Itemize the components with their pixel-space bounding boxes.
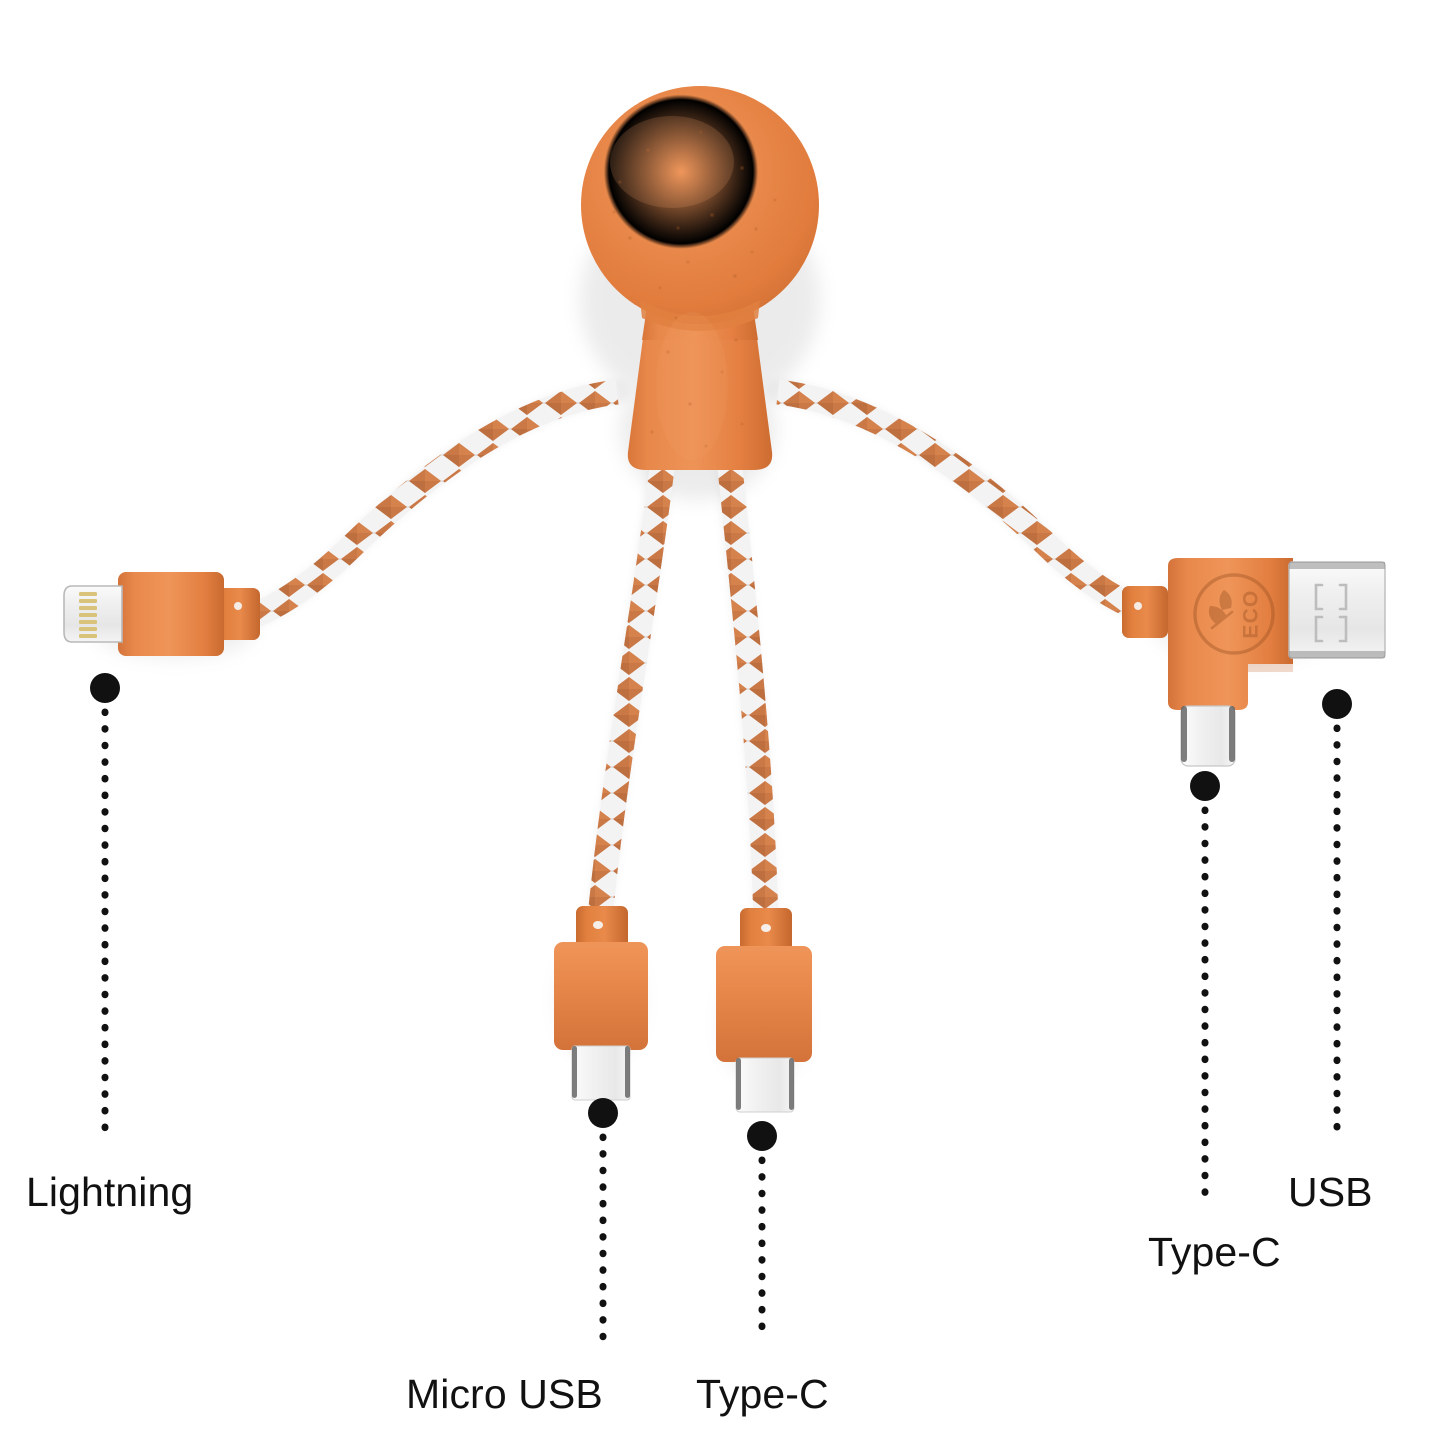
micro-usb-tip <box>571 1045 631 1101</box>
cable-left-leg <box>587 466 675 920</box>
callout-label-usb: USB <box>1288 1169 1373 1215</box>
callout-label-micro-usb: Micro USB <box>406 1371 603 1417</box>
callout-label-lightning: Lightning <box>26 1169 194 1215</box>
lightning-body <box>118 572 224 656</box>
callout-dot-type-c-adp <box>1190 771 1220 801</box>
callout-dot-lightning <box>90 673 120 703</box>
hub-head <box>581 86 819 324</box>
hub-torso <box>627 300 773 470</box>
type-c-connector <box>716 908 812 1113</box>
micro-usb-connector <box>554 906 648 1101</box>
type-c-collar-dot <box>761 924 771 932</box>
eco-emblem: ECO <box>1193 573 1275 655</box>
braided-cables <box>220 379 1187 942</box>
callout-dot-micro-usb <box>588 1098 618 1128</box>
adapter-collar <box>1122 586 1168 638</box>
callout-label-type-c-adapter: Type-C <box>1148 1229 1281 1275</box>
micro-usb-collar-dot <box>593 921 603 929</box>
lightning-contact-pins <box>79 592 97 638</box>
micro-usb-body <box>554 942 648 1050</box>
callout-label-type-c-middle: Type-C <box>696 1371 829 1417</box>
callout-leaders <box>101 708 1341 1344</box>
usb-a-tip <box>1288 561 1386 659</box>
lightning-connector <box>63 572 260 656</box>
svg-text:ECO: ECO <box>1240 589 1263 638</box>
type-c-tip <box>735 1057 795 1113</box>
callout-dots <box>90 673 1352 1151</box>
lightning-collar <box>216 588 260 640</box>
cable-right-leg <box>717 466 779 933</box>
cable-left-arm <box>229 379 619 635</box>
type-c-body <box>716 946 812 1062</box>
callout-dot-type-c-mid <box>747 1121 777 1151</box>
adapter-type-c-tip <box>1180 705 1236 767</box>
adapter-body <box>1168 558 1293 710</box>
lightning-collar-dot <box>234 602 242 610</box>
eco-material-speckles-torso <box>650 316 744 448</box>
micro-usb-collar <box>576 906 628 952</box>
cable-hub-figure <box>581 86 819 470</box>
adapter-collar-dot <box>1134 602 1142 610</box>
callout-dot-usb <box>1322 689 1352 719</box>
eco-material-speckles <box>612 130 777 290</box>
usb-typec-adapter: ECO <box>1122 558 1386 767</box>
